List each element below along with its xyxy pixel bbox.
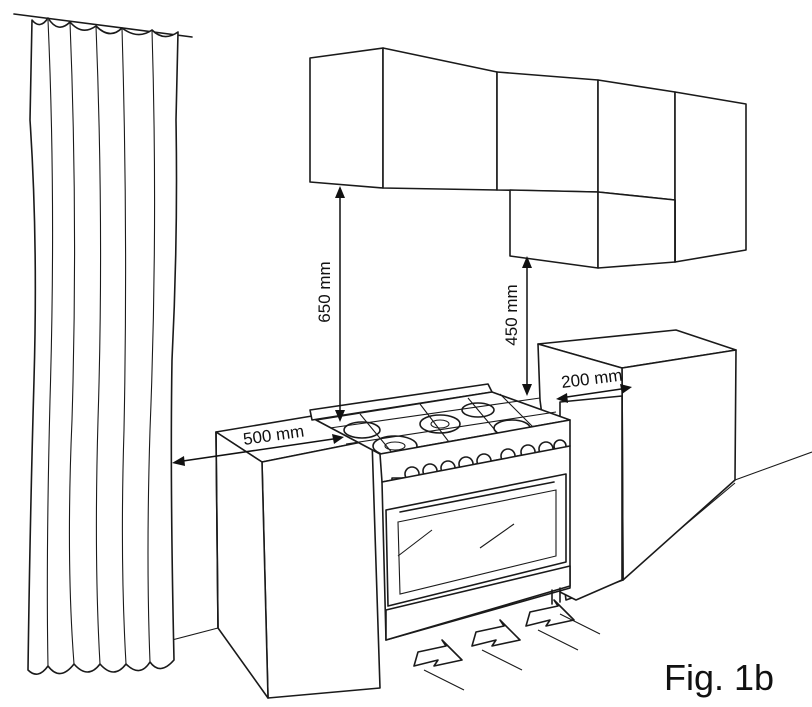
airflow-arrow-icon [413,599,601,691]
figure-label: Fig. 1b [664,657,774,698]
dimension-450: 450 mm [502,256,532,396]
upper-cabinet-icon [309,47,747,269]
curtain-icon [13,13,193,675]
cooker-icon [309,383,571,641]
dimension-650: 650 mm [315,186,345,422]
left-base-cabinet [215,415,381,699]
oven-door-icon [385,473,567,607]
dimension-label-450: 450 mm [502,284,521,345]
dimension-label-650: 650 mm [315,261,334,322]
